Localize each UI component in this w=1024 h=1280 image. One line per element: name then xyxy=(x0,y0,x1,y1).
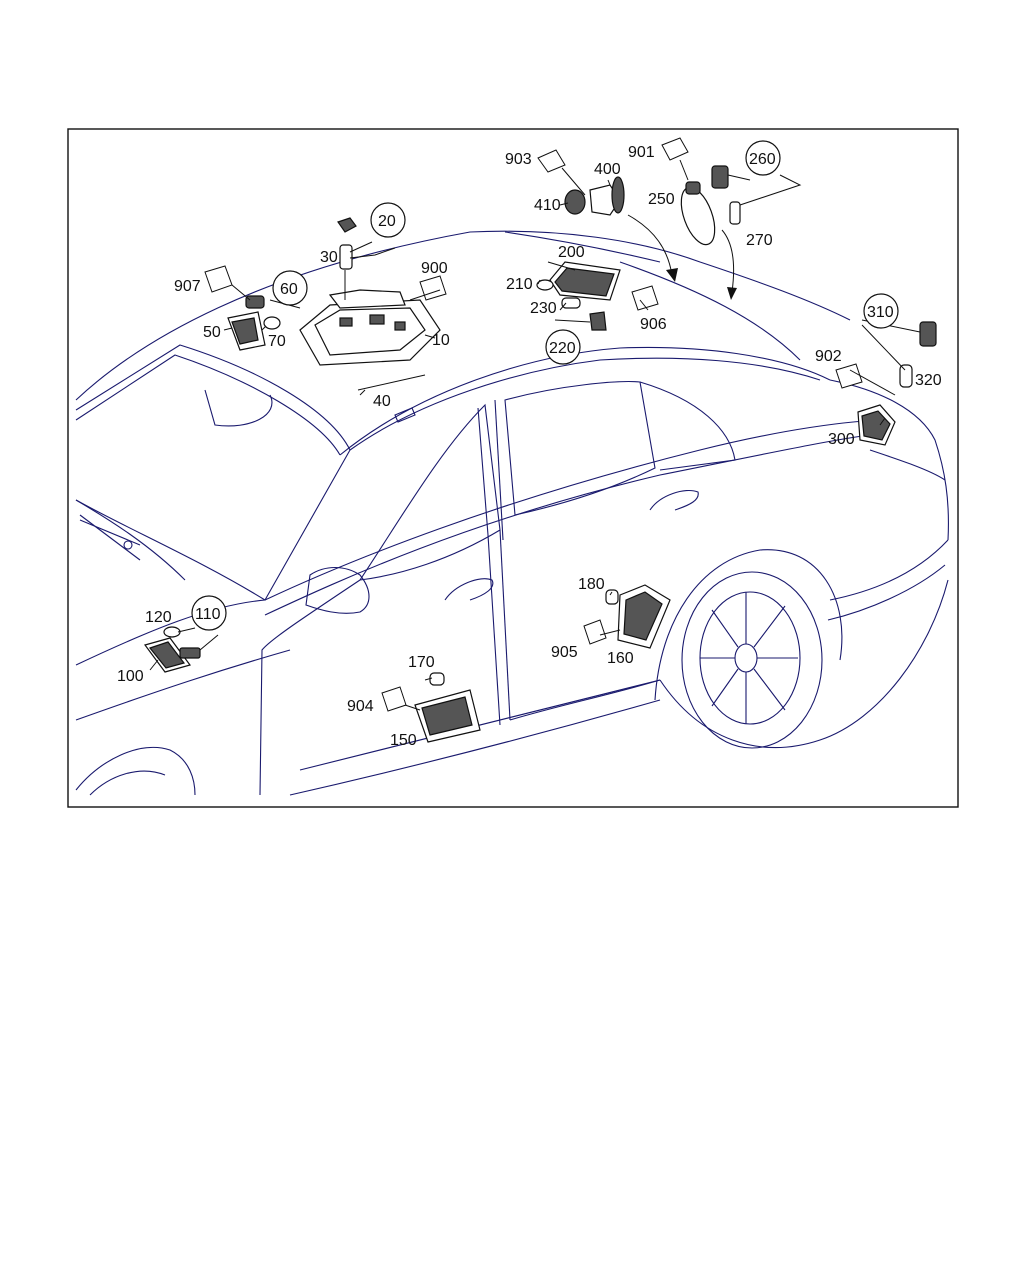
part-160-lamp xyxy=(605,584,671,649)
part-50-lamp xyxy=(227,311,266,351)
label-220: 220 xyxy=(549,340,576,357)
label-110: 110 xyxy=(195,606,221,623)
part-100-lamp xyxy=(143,626,201,673)
label-40: 40 xyxy=(373,393,391,410)
part-40-cable xyxy=(357,374,426,391)
label-170: 170 xyxy=(408,654,435,671)
arrows xyxy=(627,214,737,300)
part-300-lamp xyxy=(857,321,937,446)
label-210: 210 xyxy=(506,276,533,293)
part-70-bulb xyxy=(263,316,281,330)
label-320: 320 xyxy=(915,372,942,389)
label-907: 907 xyxy=(174,278,201,295)
label-60: 60 xyxy=(280,281,298,298)
label-160: 160 xyxy=(607,650,634,667)
label-904: 904 xyxy=(347,698,374,715)
part-400-lamp xyxy=(564,176,625,216)
part-30-bulb xyxy=(337,217,357,270)
part-labels: 10 20 30 40 50 60 70 100 110 120 150 160… xyxy=(117,144,942,749)
label-900: 900 xyxy=(421,260,448,277)
label-270: 270 xyxy=(746,232,773,249)
part-150-lamp xyxy=(414,672,481,743)
leader-lines xyxy=(149,159,921,711)
part-250-lamp xyxy=(680,165,741,246)
diagram-frame xyxy=(67,128,959,808)
label-230: 230 xyxy=(530,300,557,317)
label-902: 902 xyxy=(815,348,842,365)
label-30: 30 xyxy=(320,249,338,266)
car-outline xyxy=(75,230,949,796)
part-200-overhead-lamp xyxy=(536,261,621,331)
label-20: 20 xyxy=(378,213,396,230)
label-50: 50 xyxy=(203,324,221,341)
label-400: 400 xyxy=(594,161,621,178)
label-310: 310 xyxy=(867,304,894,321)
label-300: 300 xyxy=(828,431,855,448)
label-10: 10 xyxy=(432,332,450,349)
label-260: 260 xyxy=(749,151,776,168)
label-906: 906 xyxy=(640,316,667,333)
label-100: 100 xyxy=(117,668,144,685)
label-200: 200 xyxy=(558,244,585,261)
label-180: 180 xyxy=(578,576,605,593)
label-120: 120 xyxy=(145,609,172,626)
label-903: 903 xyxy=(505,151,532,168)
label-150: 150 xyxy=(390,732,417,749)
label-905: 905 xyxy=(551,644,578,661)
tag-icons xyxy=(204,137,863,712)
group-circles xyxy=(191,140,899,631)
label-410: 410 xyxy=(534,197,561,214)
label-250: 250 xyxy=(648,191,675,208)
part-10-overhead-module xyxy=(299,289,441,366)
label-70: 70 xyxy=(268,333,286,350)
label-901: 901 xyxy=(628,144,655,161)
part-60-socket xyxy=(245,295,265,309)
